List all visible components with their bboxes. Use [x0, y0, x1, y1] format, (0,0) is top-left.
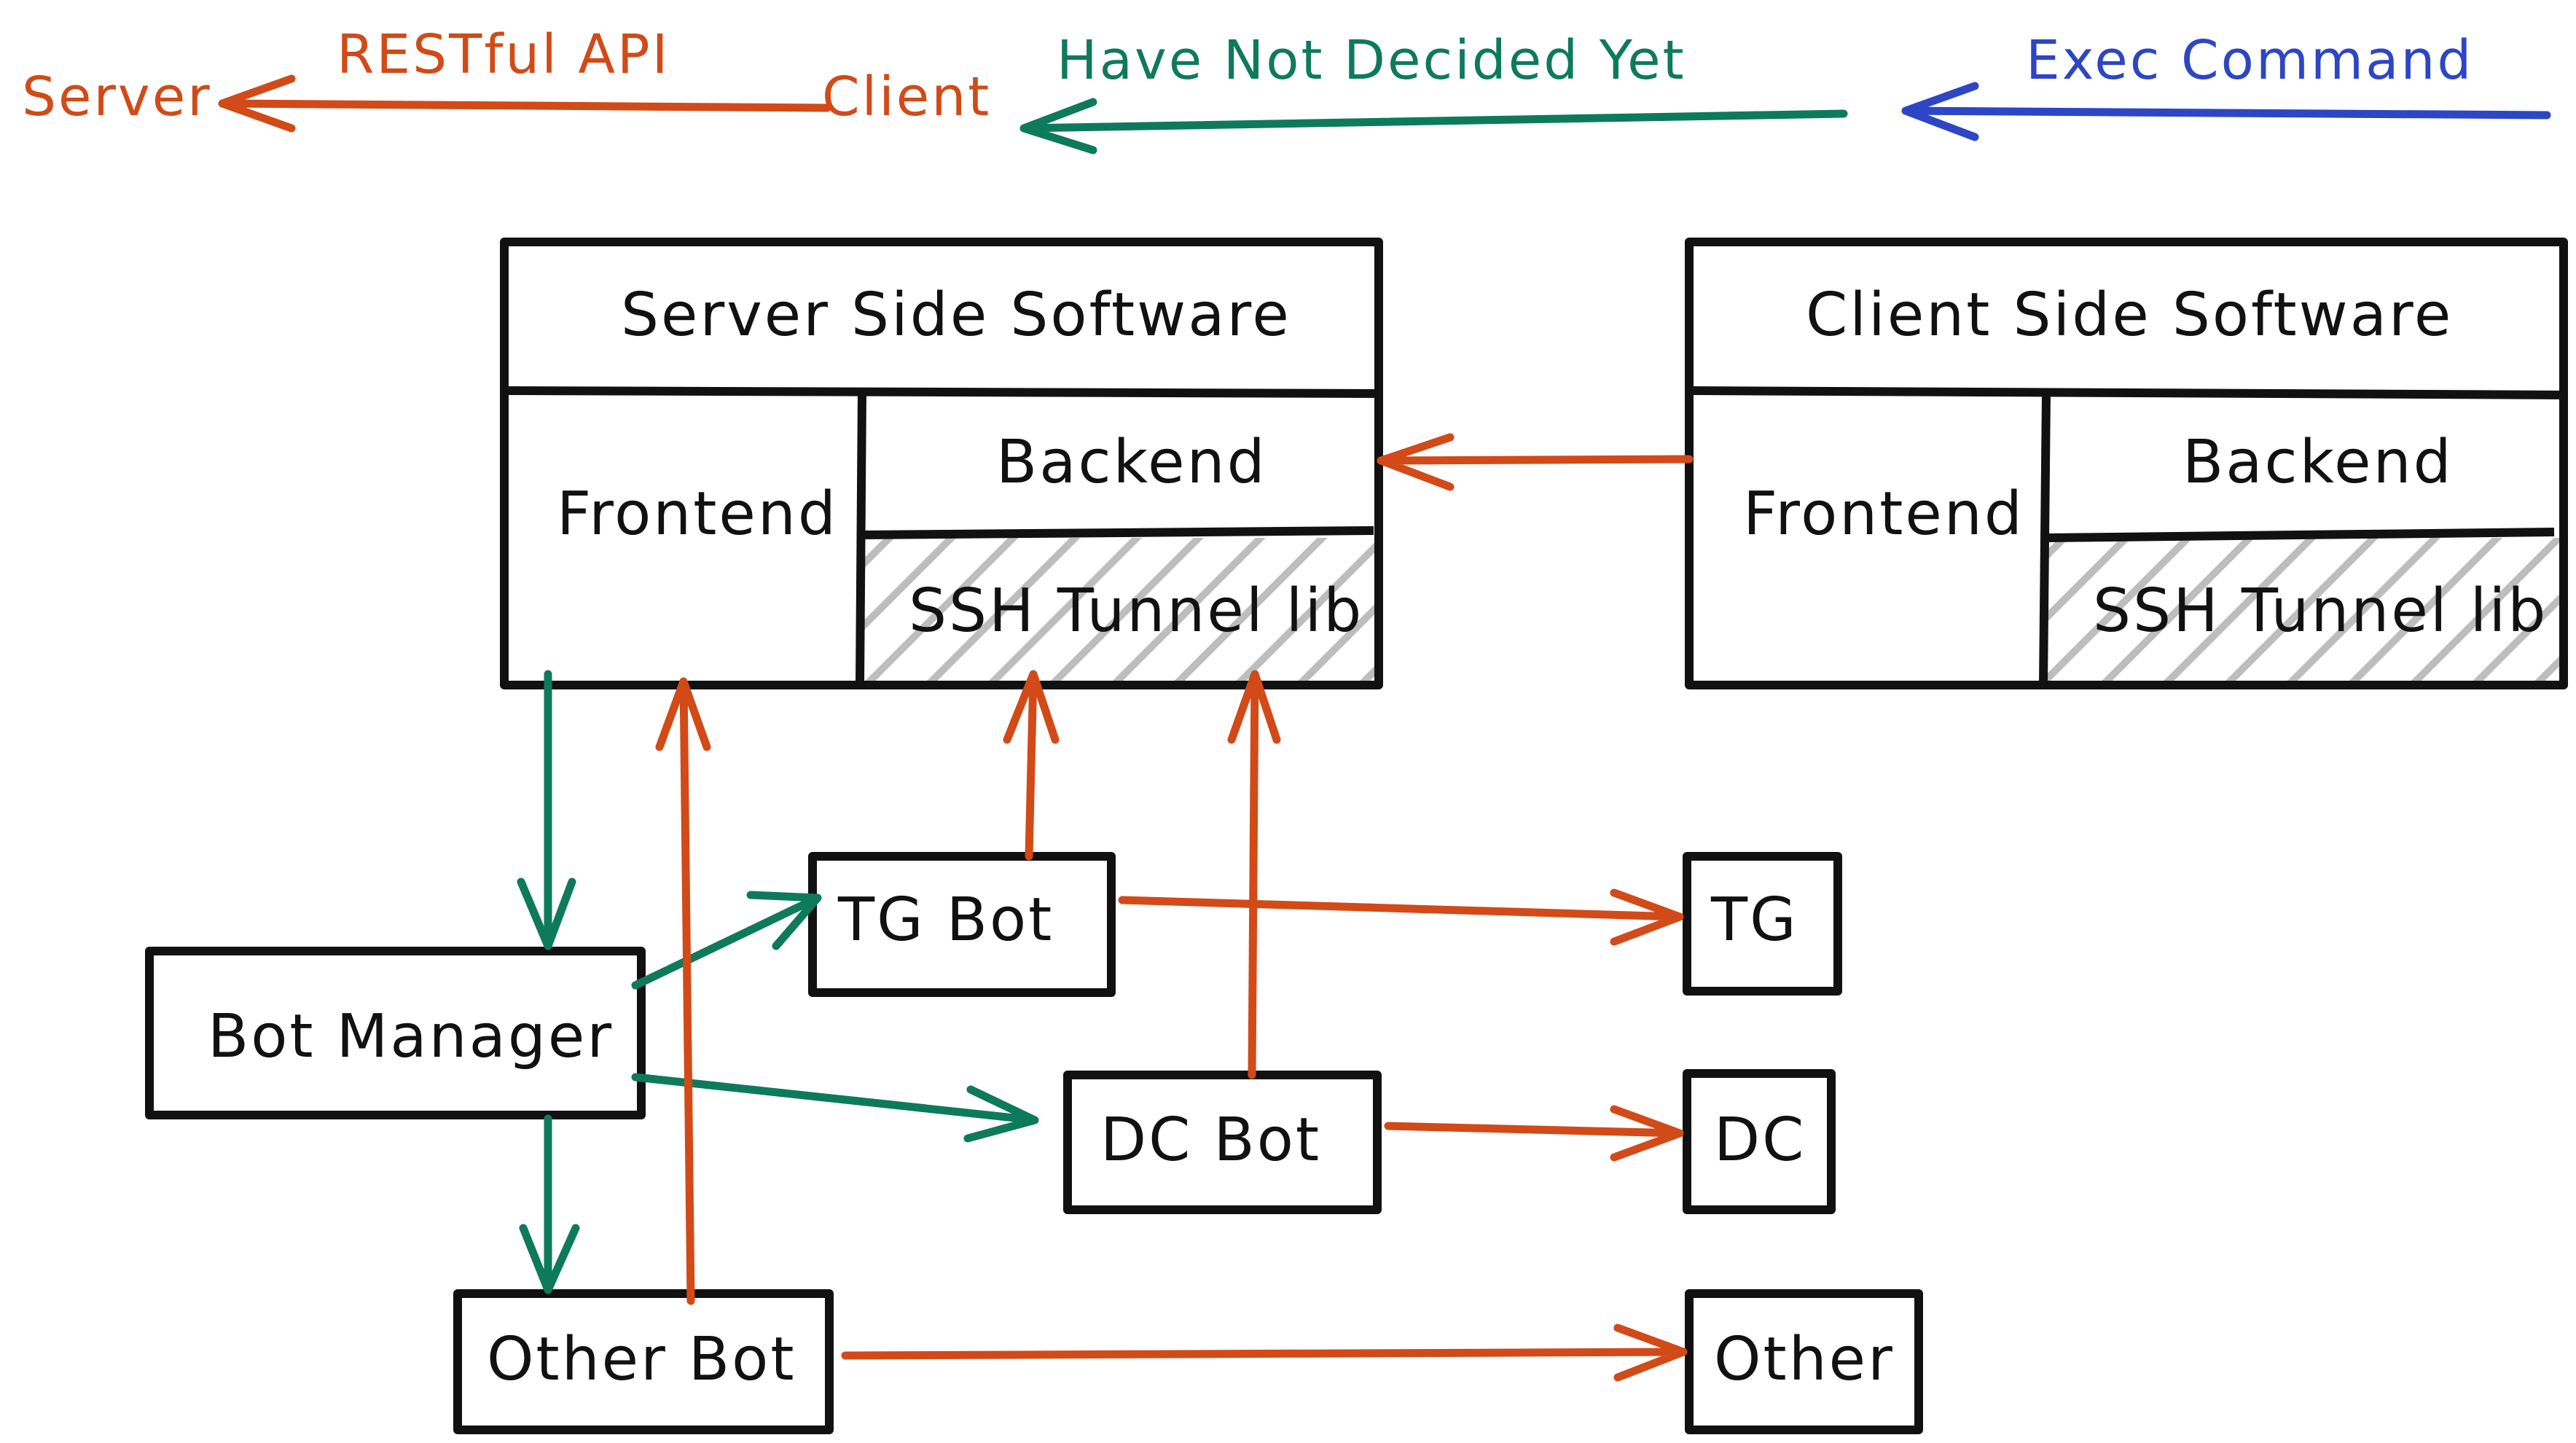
client-side-software: Client Side Software Frontend Backend SS…	[1685, 238, 2568, 689]
server-title-divider	[504, 386, 1379, 398]
client-backend-to-server-backend-arrow	[1377, 433, 1694, 491]
dc-bot-to-dc-arrow	[1384, 1105, 1684, 1162]
other-label: Other	[1714, 1325, 1895, 1394]
tg-label: TG	[1710, 885, 1798, 955]
client-backend-label: Backend	[2182, 428, 2454, 497]
client-frontend-divider	[2039, 393, 2051, 686]
other-bot-label: Other Bot	[487, 1325, 796, 1394]
client-backend-divider	[2045, 528, 2555, 542]
bot-manager-to-dc-bot-arrow	[631, 1073, 1039, 1143]
legend-client-label: Client	[822, 66, 991, 128]
dc-bot-to-server-ssh-arrow	[1227, 670, 1281, 1079]
undecided-connectors	[517, 670, 1039, 1294]
bot-manager-to-other-bot-arrow	[519, 1114, 580, 1294]
client-ssh-label: SSH Tunnel lib	[2093, 576, 2548, 646]
server-frontend-label: Frontend	[557, 480, 838, 549]
tg-node: TG	[1683, 852, 1842, 996]
tg-bot-node: TG Bot	[808, 852, 1116, 997]
server-ssh-hatch	[864, 538, 1375, 684]
client-title-divider	[1688, 386, 2564, 399]
legend-exec-label: Exec Command	[2026, 29, 2473, 92]
bot-manager-node: Bot Manager	[145, 947, 646, 1119]
legend-restful-arrow	[218, 74, 831, 133]
legend-server-label: Server	[22, 66, 212, 128]
client-frontend-label: Frontend	[1743, 480, 2024, 549]
server-frontend-divider	[856, 390, 866, 686]
server-side-software: Server Side Software Frontend Backend SS…	[500, 238, 1383, 689]
tg-bot-to-server-ssh-arrow	[1003, 670, 1060, 861]
legend-undecided-arrow	[1019, 98, 1848, 155]
server-title: Server Side Software	[621, 281, 1291, 350]
frontend-to-bot-manager-arrow	[517, 670, 576, 950]
dc-bot-label: DC Bot	[1100, 1106, 1321, 1175]
restful-connectors	[655, 433, 1694, 1382]
other-bot-node: Other Bot	[453, 1289, 834, 1434]
dc-label: DC	[1714, 1106, 1806, 1175]
dc-bot-node: DC Bot	[1063, 1071, 1382, 1214]
legend-undecided-label: Have Not Decided Yet	[1057, 29, 1686, 92]
other-node: Other	[1685, 1289, 1923, 1434]
client-title: Client Side Software	[1806, 281, 2453, 350]
tg-bot-to-tg-arrow	[1118, 888, 1684, 946]
bot-manager-to-tg-bot-arrow	[631, 891, 822, 990]
client-box	[1685, 238, 2568, 689]
other-bot-to-other-arrow	[841, 1323, 1688, 1382]
server-backend-label: Backend	[996, 428, 1267, 497]
legend-exec-arrow	[1901, 82, 2551, 141]
server-ssh-label: SSH Tunnel lib	[909, 576, 1363, 646]
client-ssh-hatch	[2048, 538, 2561, 684]
server-backend-divider	[861, 526, 1374, 539]
dc-node: DC	[1683, 1069, 1836, 1214]
legend-restful-label: RESTful API	[337, 23, 670, 86]
other-bot-to-server-frontend-arrow	[655, 677, 711, 1305]
bot-manager-label: Bot Manager	[208, 1002, 614, 1071]
tg-bot-label: TG Bot	[837, 885, 1054, 955]
legend: Server RESTful API Client Have Not Decid…	[22, 23, 2551, 155]
